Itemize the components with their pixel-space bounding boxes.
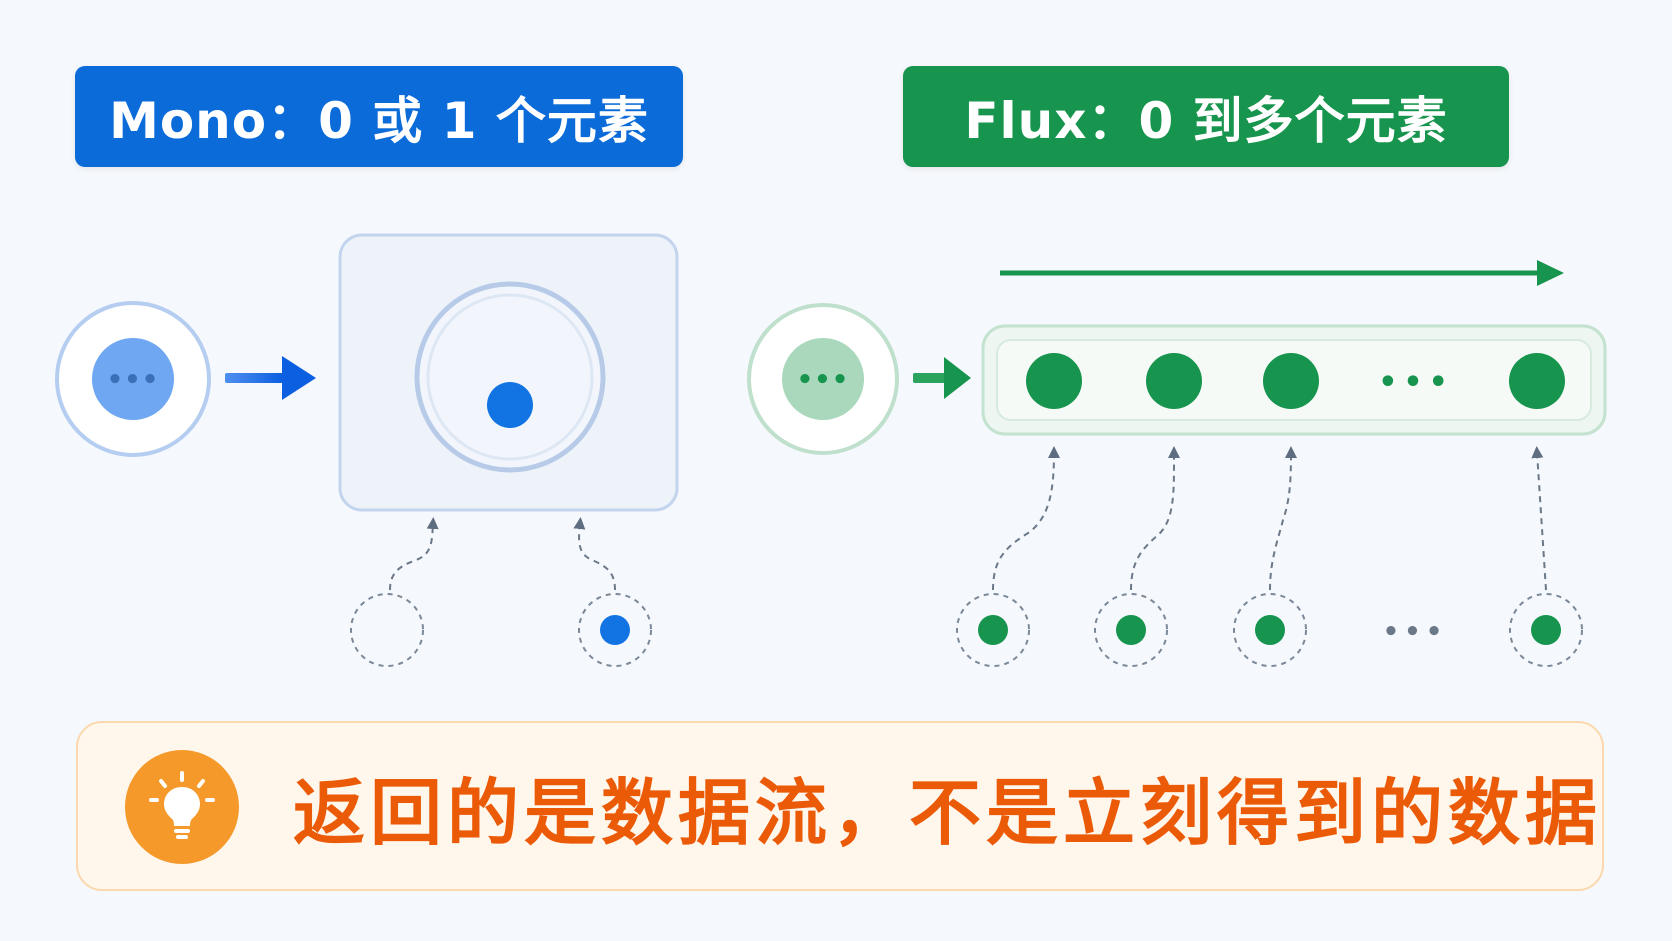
flux-source-element-1 (978, 615, 1008, 645)
lightbulb-icon (125, 750, 239, 864)
flux-element-1 (1026, 353, 1082, 409)
flux-element-3 (1263, 353, 1319, 409)
mono-arrow (225, 356, 316, 400)
flux-source-element-2 (1116, 615, 1146, 645)
flux-arrow (913, 357, 971, 399)
flux-element-n (1509, 353, 1565, 409)
flux-element-ellipsis: ••• (1378, 365, 1454, 400)
mono-element (487, 382, 533, 428)
flux-timeline-arrow (1000, 260, 1564, 286)
flux-sources-bottom: ••• (956, 446, 1583, 667)
mono-title-banner: Mono：0 或 1 个元素 (75, 66, 683, 167)
mono-title: Mono：0 或 1 个元素 (109, 91, 649, 150)
tip-callout: 返回的是数据流，不是立刻得到的数据 (76, 721, 1604, 891)
flux-title: Flux：0 到多个元素 (964, 91, 1448, 150)
mono-one-element (600, 615, 630, 645)
mono-container (338, 233, 679, 512)
flux-source: ••• (747, 303, 899, 455)
mono-empty-slot (350, 593, 424, 667)
flux-element-2 (1146, 353, 1202, 409)
tip-text: 返回的是数据流，不是立刻得到的数据 (293, 770, 1603, 855)
mono-sources-bottom (350, 517, 652, 667)
flux-title-banner: Flux：0 到多个元素 (903, 66, 1509, 167)
flux-stream-container: ••• (981, 324, 1607, 436)
mono-source-dots: ••• (107, 365, 160, 395)
flux-source-dots: ••• (797, 365, 850, 395)
flux-source-element-3 (1255, 615, 1285, 645)
flux-source-ellipsis: ••• (1383, 617, 1448, 647)
flux-source-element-n (1531, 615, 1561, 645)
mono-source: ••• (55, 301, 211, 457)
